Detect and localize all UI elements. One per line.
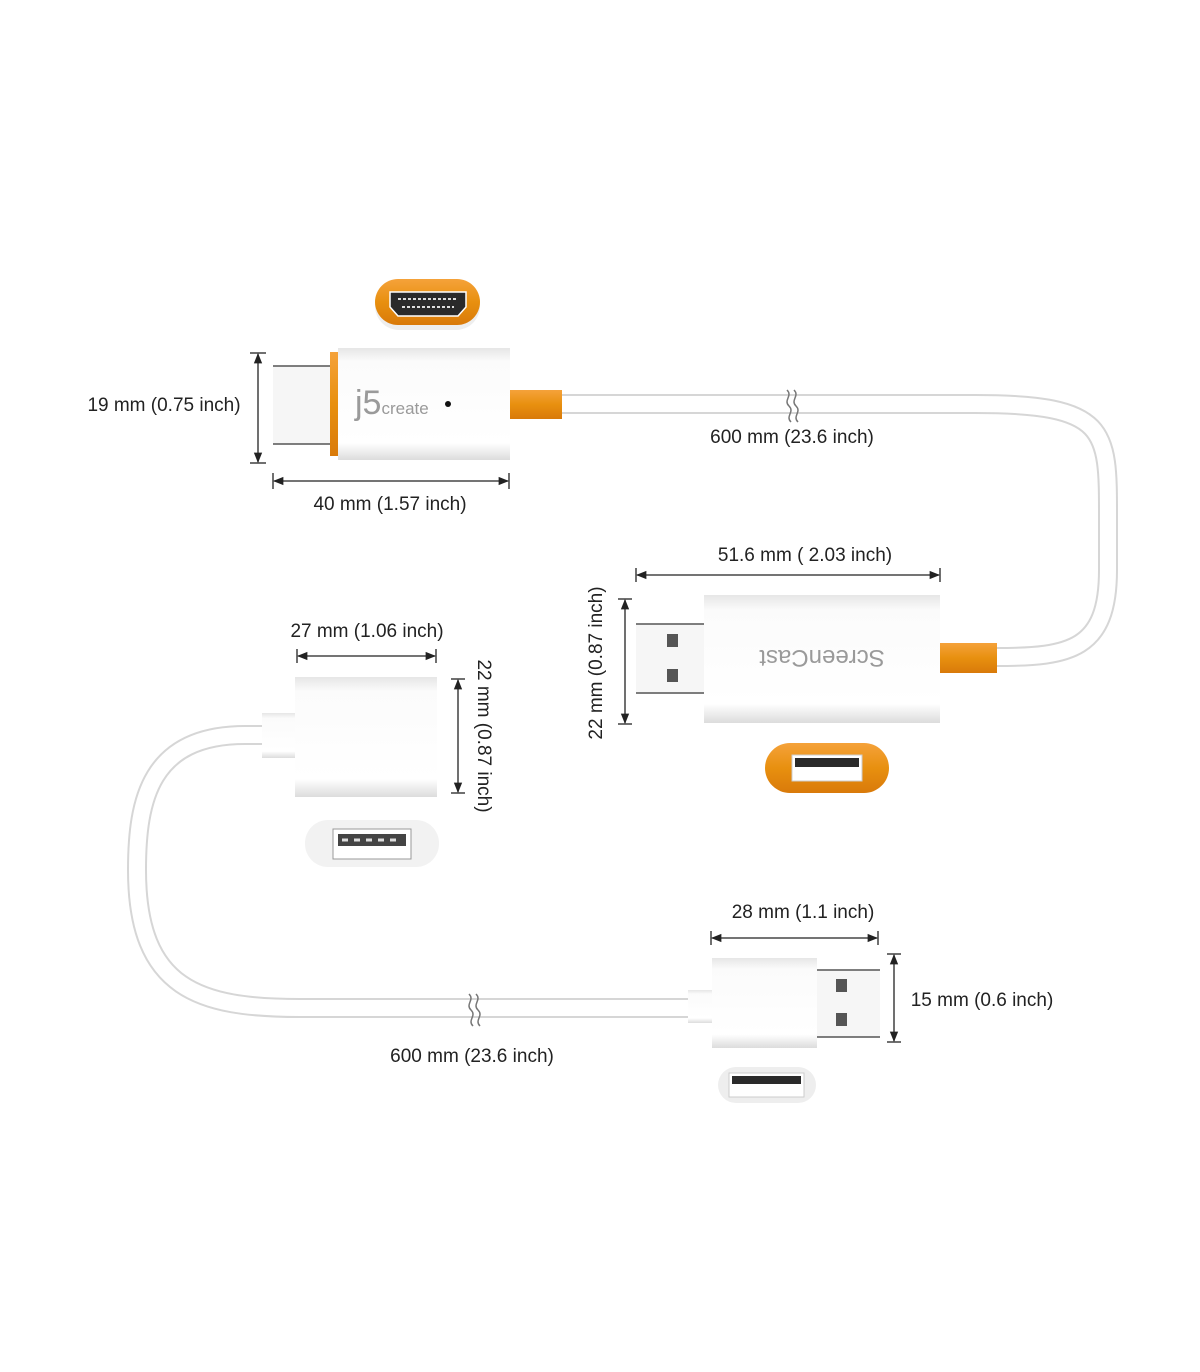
lower-cable-length-label: 600 mm (23.6 inch) [390,1046,554,1067]
j5create-logo: j5create [355,384,429,422]
cable-break-mark [468,993,481,1027]
hdmi-plug [273,348,562,460]
upper-cable [562,389,1119,667]
hdmi-port-icon [375,279,480,330]
dimension-lines [250,352,941,1043]
lower-cable [126,725,690,1027]
usb-a-female-port-icon [305,820,439,867]
female-height-label: 22 mm (0.87 inch) [473,659,494,813]
upper-cable-length-label: 600 mm (23.6 inch) [710,427,874,448]
female-length-label: 27 mm (1.06 inch) [290,621,444,642]
screencast-length-label: 51.6 mm ( 2.03 inch) [717,545,893,566]
usb-a-port-icon-male [718,1067,816,1103]
male-length-label: 28 mm (1.1 inch) [731,902,875,923]
cable-break-mark [786,389,799,423]
screencast-height-label: 22 mm (0.87 inch) [586,586,607,740]
screencast-dongle [636,595,997,723]
usb-a-port-icon [765,743,889,793]
usb-female-connector [262,677,437,797]
hdmi-height-label: 19 mm (0.75 inch) [87,395,241,416]
usb-male-connector [688,958,880,1048]
screencast-logo: ScreenCast [759,644,885,671]
hdmi-length-label: 40 mm (1.57 inch) [313,494,467,515]
male-height-label: 15 mm (0.6 inch) [910,990,1054,1011]
